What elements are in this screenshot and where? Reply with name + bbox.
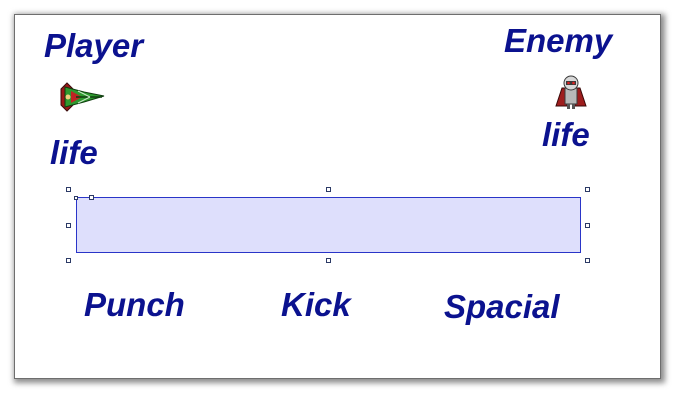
special-action-label[interactable]: Spacial	[444, 288, 560, 325]
game-canvas[interactable]	[14, 14, 661, 379]
resize-handle-bottom-right[interactable]	[585, 258, 590, 263]
player-life-label: life	[50, 134, 98, 171]
resize-handle-bottom-left[interactable]	[66, 258, 71, 263]
kick-action-label[interactable]: Kick	[281, 286, 351, 323]
enemy-robot-body	[555, 75, 587, 109]
player-ship-body	[60, 82, 105, 112]
resize-handle-top-left[interactable]	[66, 187, 71, 192]
rotation-handle[interactable]	[89, 195, 94, 200]
selected-panel[interactable]	[76, 197, 581, 253]
resize-handle-top-right[interactable]	[585, 187, 590, 192]
anchor-handle[interactable]	[74, 196, 78, 200]
resize-handle-middle-left[interactable]	[66, 223, 71, 228]
punch-action-label[interactable]: Punch	[84, 286, 185, 323]
resize-handle-top-center[interactable]	[326, 187, 331, 192]
enemy-title: Enemy	[504, 22, 613, 59]
player-title: Player	[44, 27, 144, 64]
resize-handle-middle-right[interactable]	[585, 223, 590, 228]
player-ship-icon[interactable]	[54, 77, 108, 117]
resize-handle-bottom-center[interactable]	[326, 258, 331, 263]
enemy-robot-icon[interactable]	[553, 74, 589, 110]
enemy-life-label: life	[542, 116, 590, 153]
